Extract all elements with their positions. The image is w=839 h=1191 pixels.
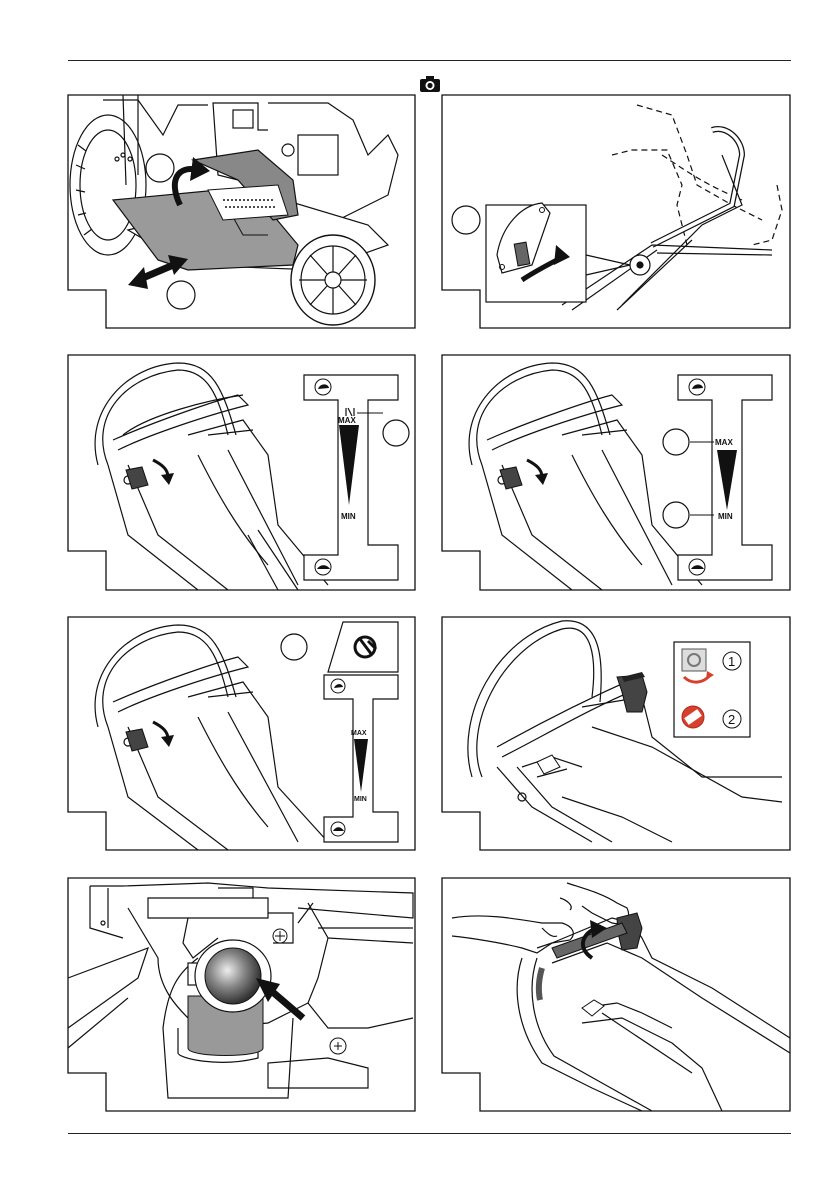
step-number-1: 1 xyxy=(728,654,735,669)
speed-min-label: MIN xyxy=(354,796,367,803)
speed-min-label: MIN xyxy=(718,512,733,521)
header-rule xyxy=(68,60,791,61)
illustration-drive-lever: 1 2 xyxy=(442,617,791,851)
footer-rule xyxy=(68,1133,791,1134)
speed-max-label: MAX xyxy=(351,730,367,737)
illustration-grass-bag-removal xyxy=(68,95,416,329)
speed-max-label: MAX xyxy=(338,416,356,425)
illustration-handle-grip xyxy=(442,878,791,1112)
illustration-drive-cable-inlet xyxy=(68,878,416,1112)
speed-max-label: MAX xyxy=(715,438,733,447)
speed-min-label: MIN xyxy=(341,512,356,521)
illustration-speed-lever-1: MAX MIN xyxy=(68,355,416,591)
camera-icon xyxy=(419,75,441,93)
illustration-speed-lever-3: MAX MIN xyxy=(68,617,416,851)
illustration-handle-fold xyxy=(442,95,791,329)
step-number-2: 2 xyxy=(728,712,735,727)
illustration-speed-lever-2: MAX MIN xyxy=(442,355,791,591)
